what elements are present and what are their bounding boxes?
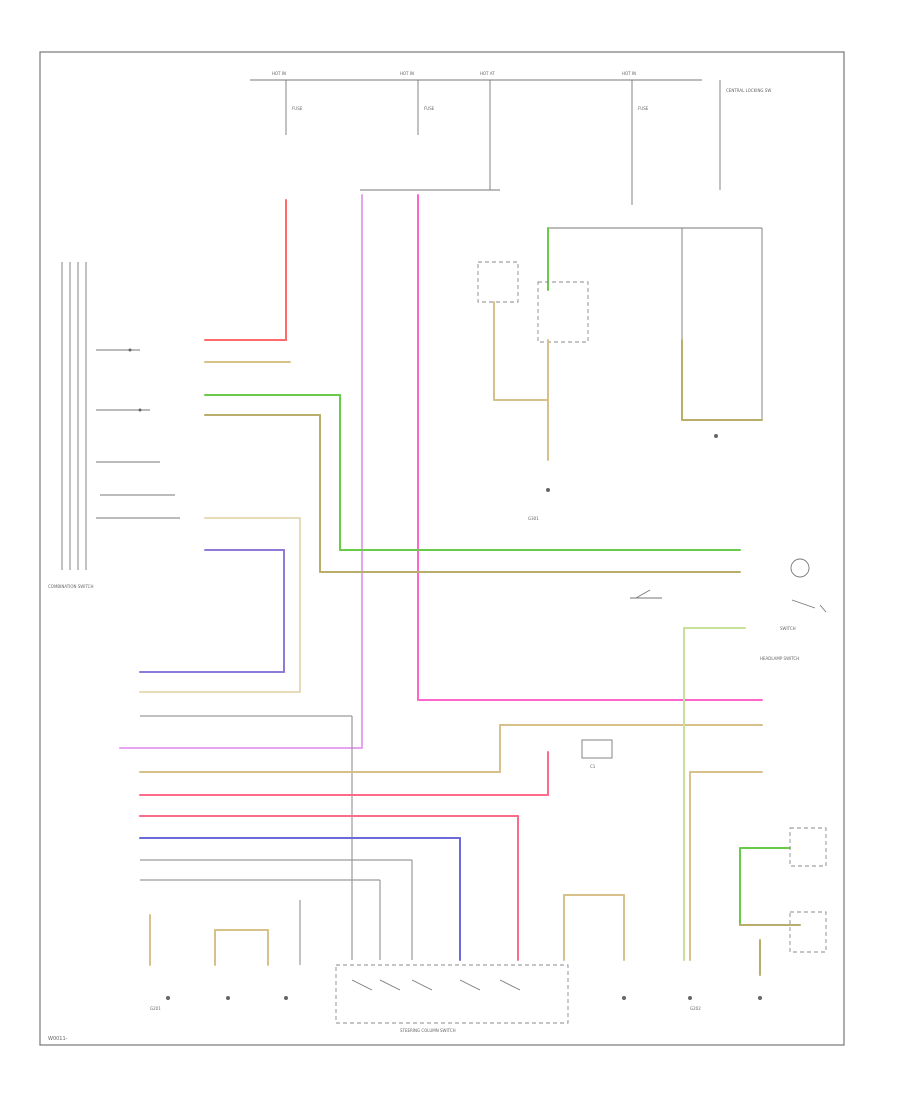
relay-box-2 <box>537 281 589 343</box>
fuse-label-1: FUSE <box>292 106 303 111</box>
fuse-top-label-3: HOT AT <box>480 71 495 76</box>
ground-symbol-center <box>546 488 550 492</box>
steering-column-switch-box <box>335 964 569 1024</box>
right-switch-box <box>789 827 827 867</box>
switch-contact-1 <box>128 348 132 352</box>
ground-right-3 <box>758 996 762 1000</box>
steering-column-switch-label: STEERING COLUMN SWITCH <box>400 1028 456 1033</box>
fuse-top-label-1: HOT IN <box>272 71 286 76</box>
fuse-block: HOT IN HOT IN HOT AT HOT IN FUSE FUSE FU… <box>250 71 771 205</box>
combination-switch: COMBINATION SWITCH <box>48 262 180 589</box>
switch-internal <box>96 349 180 519</box>
ground-left-1 <box>166 996 170 1000</box>
ground-left-3 <box>284 996 288 1000</box>
ground-label-center: G301 <box>528 516 539 521</box>
switch-symbol-upper <box>630 589 662 599</box>
ground-right-2 <box>688 996 692 1000</box>
ground-left-2 <box>226 996 230 1000</box>
ground-symbol-right <box>714 434 718 438</box>
relay-section: G301 <box>477 227 763 521</box>
fuse-label-3: FUSE <box>638 106 649 111</box>
steering-switch-contacts <box>351 979 521 991</box>
combination-switch-label: COMBINATION SWITCH <box>48 584 93 589</box>
switch-contact-2 <box>138 408 142 412</box>
ground-left-label: G201 <box>150 1006 161 1011</box>
headlamp-switch-label: HEADLAMP SWITCH <box>760 656 799 661</box>
connector-symbol <box>581 739 613 759</box>
fuse-top-label-4: HOT IN <box>622 71 636 76</box>
ground-right-label: G202 <box>690 1006 701 1011</box>
figure-code: W0011- <box>48 1036 68 1042</box>
fuse-top-label-2: HOT IN <box>400 71 414 76</box>
right-lower-box <box>789 911 827 953</box>
switch-assy-label: SWITCH <box>780 626 796 631</box>
lamp-symbol <box>790 558 810 578</box>
right-switch-symbol <box>791 599 827 613</box>
diagram-border <box>39 51 845 1046</box>
ground-right-1 <box>622 996 626 1000</box>
relay-box-1 <box>477 261 519 303</box>
fuse-label-2: FUSE <box>424 106 435 111</box>
connector-label: C1 <box>590 764 596 769</box>
central-locking-label: CENTRAL LOCKING SW <box>726 88 771 93</box>
